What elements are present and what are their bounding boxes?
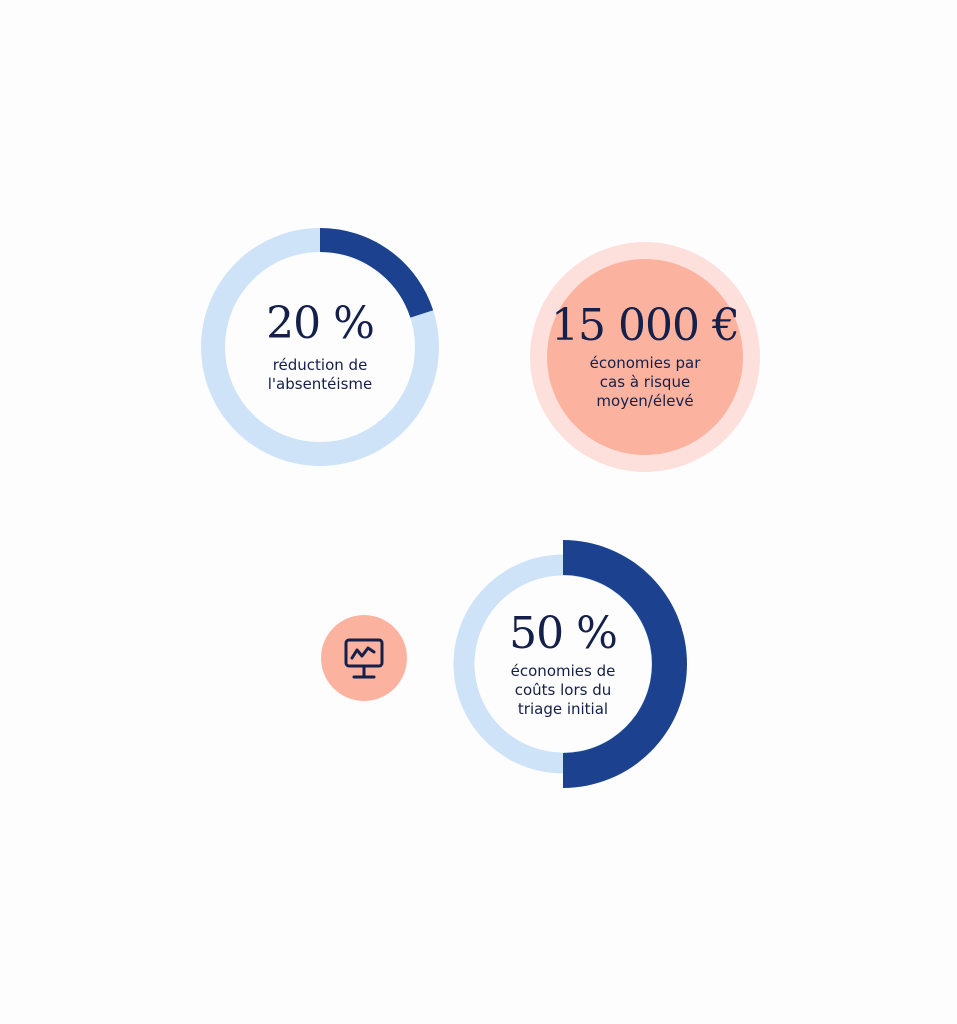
stat-label: réduction de l'absentéisme bbox=[220, 356, 420, 394]
label-line: coûts lors du bbox=[514, 681, 612, 699]
label-line: cas à risque bbox=[599, 373, 691, 391]
stat-value: 20 % bbox=[266, 298, 375, 349]
stat-value: 50 % bbox=[509, 608, 618, 659]
label-line: moyen/élevé bbox=[596, 392, 694, 410]
stat-savings-per-case: 15 000 € économies par cas à risque moye… bbox=[540, 302, 750, 411]
label-line: réduction de bbox=[272, 356, 368, 374]
label-line: l'absentéisme bbox=[267, 375, 373, 393]
label-line: économies de bbox=[510, 662, 616, 680]
ring-progress-triage bbox=[563, 540, 687, 788]
stat-absenteeism: 20 % réduction de l'absentéisme bbox=[220, 300, 420, 394]
stat-value: 15 000 € bbox=[551, 300, 740, 351]
icon-badge bbox=[321, 615, 407, 701]
label-line: triage initial bbox=[517, 700, 609, 718]
stat-label: économies de coûts lors du triage initia… bbox=[463, 662, 663, 719]
stat-label: économies par cas à risque moyen/élevé bbox=[540, 354, 750, 411]
label-line: économies par bbox=[589, 354, 701, 372]
monitor-chart-icon bbox=[344, 638, 384, 679]
ring-progress-absenteeism bbox=[319, 228, 434, 318]
stat-triage-savings: 50 % économies de coûts lors du triage i… bbox=[463, 610, 663, 719]
inner-circle-savings bbox=[547, 259, 743, 455]
